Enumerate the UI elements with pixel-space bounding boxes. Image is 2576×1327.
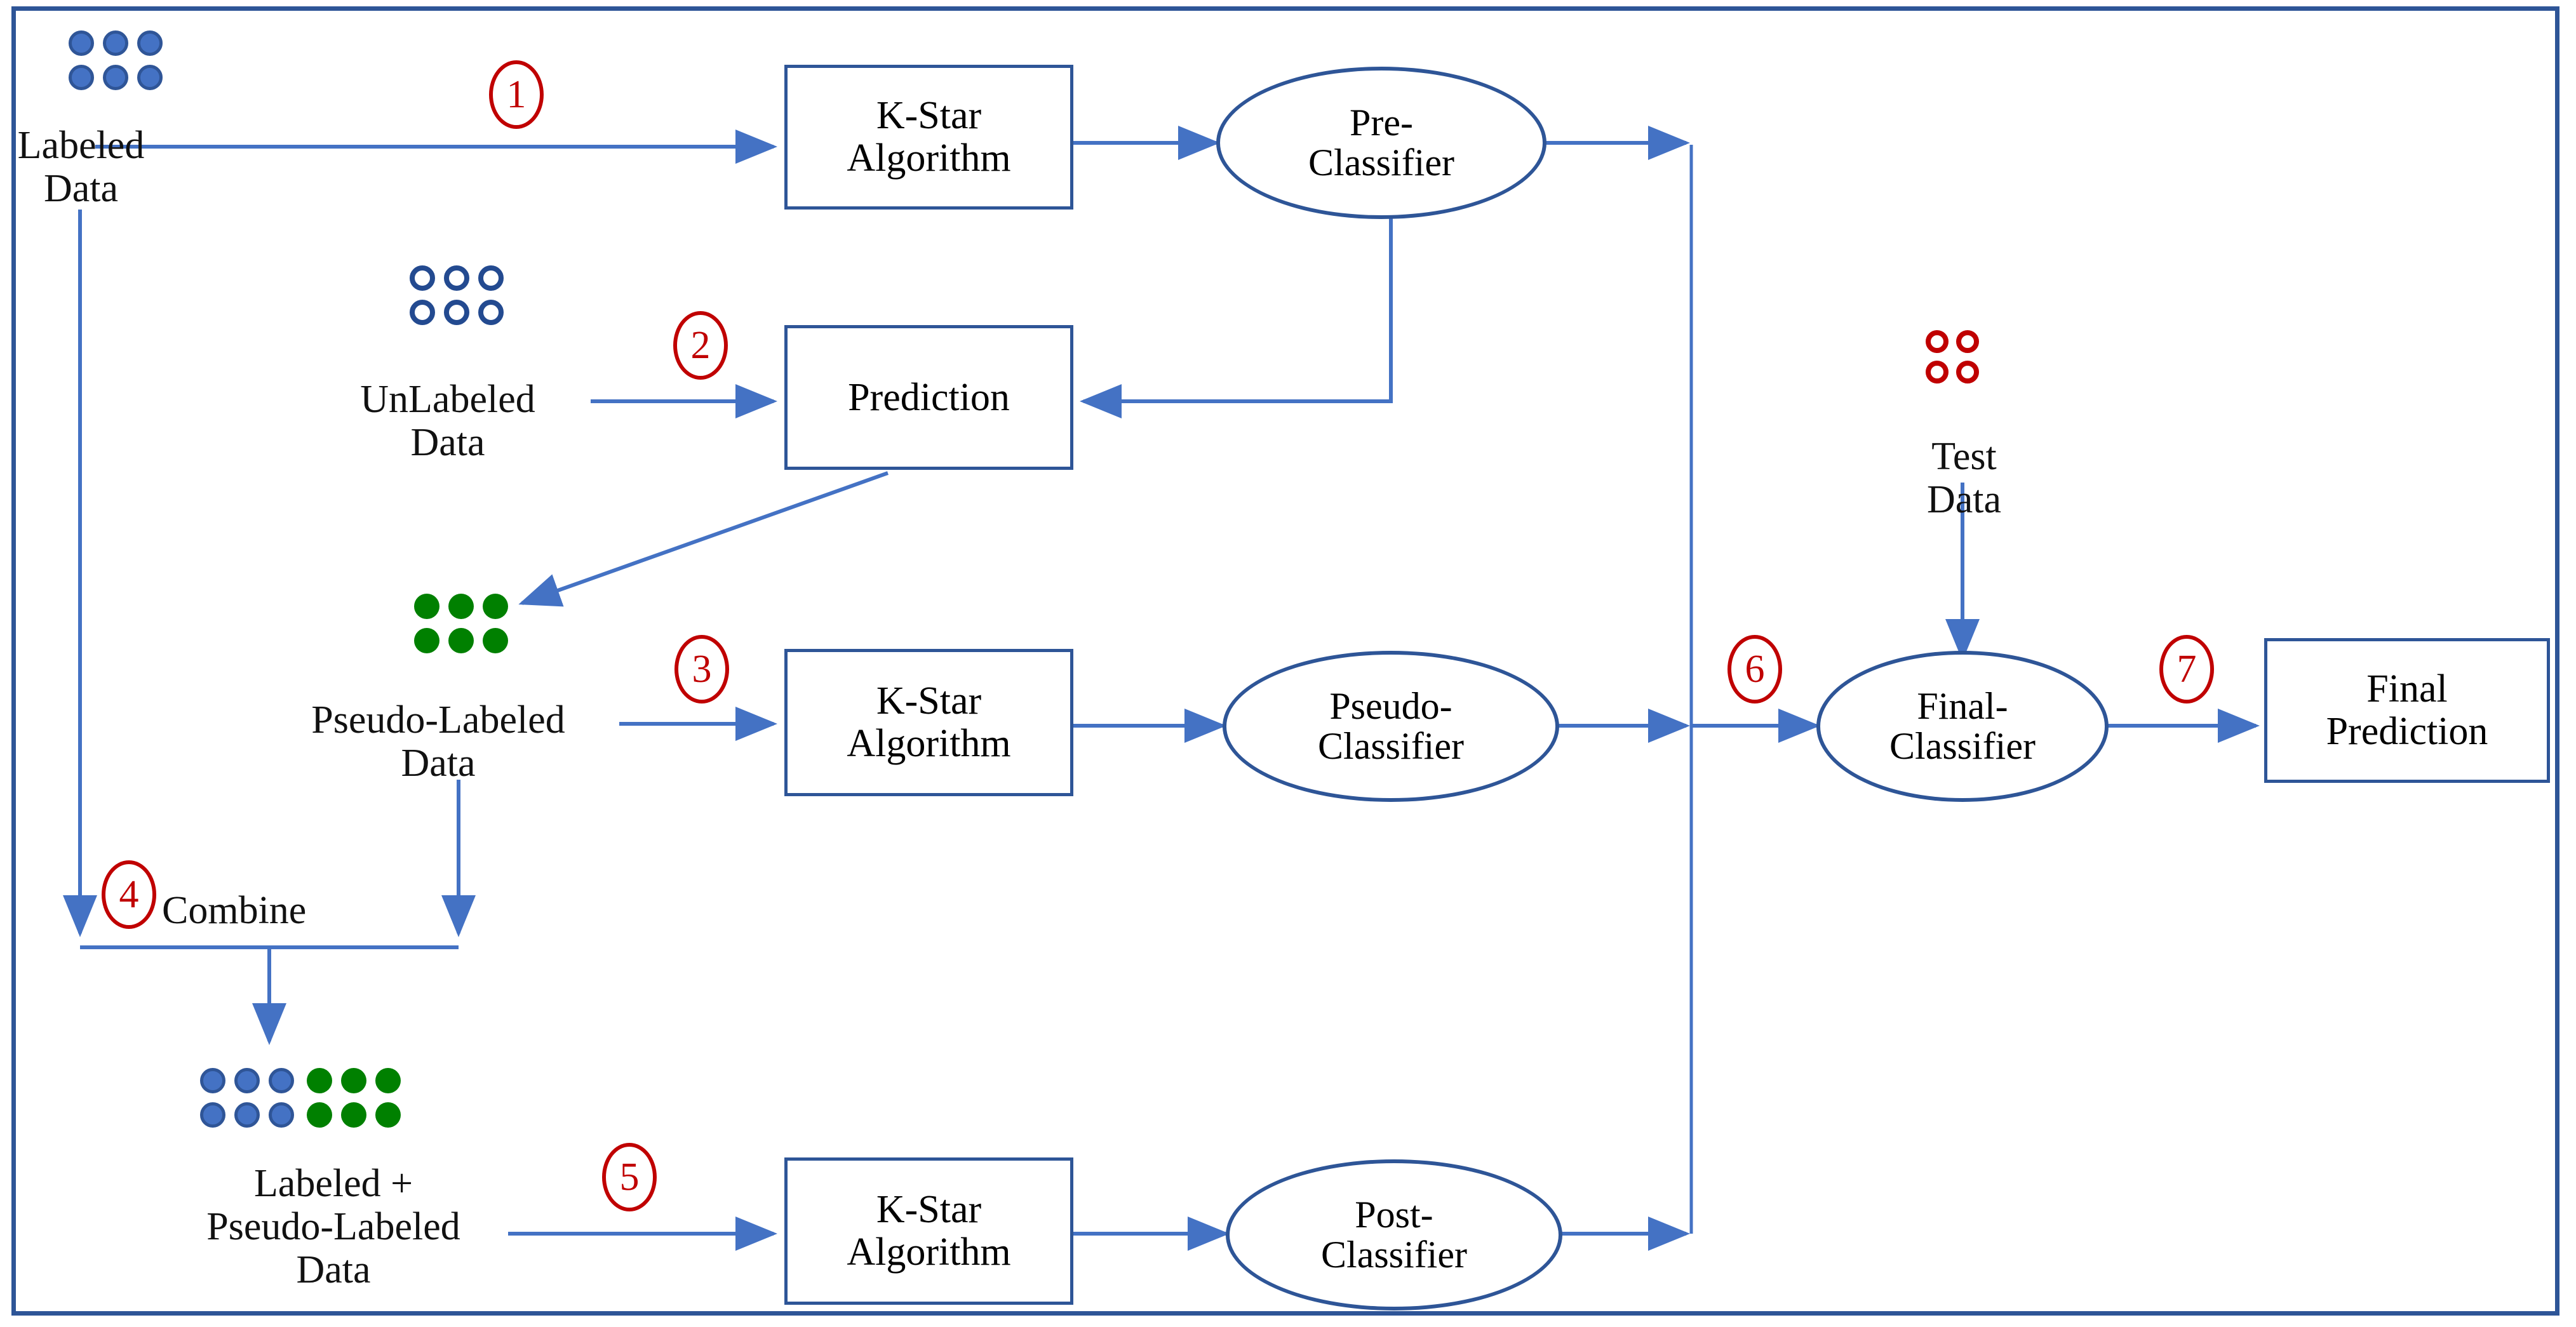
dot [375,1068,401,1093]
combined-data-dots-green [307,1068,401,1128]
combine-label: Combine [162,889,307,932]
dot [448,594,474,619]
final-classifier-line1: Final- [1917,685,2008,727]
unlabeled-data-dots [410,265,504,325]
dot [483,594,508,619]
kstar-mid-line1: K-Star [876,679,982,723]
labeled-data-dots [69,30,163,90]
dot [483,628,508,653]
dot [1926,361,1949,383]
dot [1956,361,1979,383]
dot [414,628,439,653]
dot [234,1068,260,1093]
pseudo-labeled-data-dots [414,594,508,653]
pseudo-labeled-line2: Data [401,742,476,785]
node-kstar-algorithm-mid[interactable]: K-Star Algorithm [784,649,1073,796]
kstar-mid-line2: Algorithm [847,722,1011,765]
combined-data-label: Labeled + Pseudo-Labeled Data [175,1162,492,1292]
dot [103,30,128,56]
final-prediction-line1: Final [2366,667,2448,711]
post-classifier-line2: Classifier [1321,1234,1467,1276]
dot [375,1102,401,1128]
combined-data-line2: Pseudo-Labeled [206,1205,460,1249]
dot [410,300,435,325]
dot [414,594,439,619]
test-data-label: Test Data [1883,435,2045,521]
dot [200,1102,225,1128]
dot [444,300,469,325]
test-data-line1: Test [1931,435,1997,478]
pre-classifier-line1: Pre- [1350,102,1413,143]
node-pseudo-classifier[interactable]: Pseudo- Classifier [1223,651,1559,802]
dot [448,628,474,653]
dot [200,1068,225,1093]
kstar-top-line1: K-Star [876,94,982,138]
final-classifier-line2: Classifier [1889,725,2036,767]
dot [69,30,94,56]
test-data-line2: Data [1926,478,2002,522]
step-badge-1: 1 [489,60,544,129]
labeled-data-label: Labeled Data [13,124,149,210]
step-badge-6: 6 [1727,635,1782,704]
prediction-line1: Prediction [848,375,1010,419]
combined-data-line3: Data [296,1248,371,1292]
step-badge-7: 7 [2159,635,2214,704]
post-classifier-line1: Post- [1355,1194,1433,1236]
kstar-bottom-line1: K-Star [876,1188,982,1232]
node-kstar-algorithm-bottom[interactable]: K-Star Algorithm [784,1157,1073,1305]
dot [341,1102,366,1128]
dot [1926,330,1949,353]
dot [137,30,163,56]
combined-data-dots-blue [200,1068,294,1128]
dot [69,65,94,90]
dot [341,1068,366,1093]
node-pre-classifier[interactable]: Pre- Classifier [1216,67,1546,219]
pseudo-labeled-line1: Pseudo-Labeled [311,698,565,742]
test-data-dots [1926,330,1979,383]
dot [444,265,469,291]
combined-data-dots [200,1068,401,1128]
dot [410,265,435,291]
unlabeled-data-line1: UnLabeled [360,378,535,421]
pre-classifier-line2: Classifier [1308,142,1454,183]
node-post-classifier[interactable]: Post- Classifier [1226,1159,1562,1310]
dot [307,1102,332,1128]
dot [478,300,504,325]
labeled-data-line2: Data [43,167,119,211]
pseudo-labeled-data-label: Pseudo-Labeled Data [260,698,616,785]
dot [478,265,504,291]
combined-data-line1: Labeled + [253,1162,413,1205]
kstar-bottom-line2: Algorithm [847,1230,1011,1274]
dot [234,1102,260,1128]
step-badge-3: 3 [674,635,729,704]
node-kstar-algorithm-top[interactable]: K-Star Algorithm [784,65,1073,210]
dot [137,65,163,90]
node-final-prediction[interactable]: Final Prediction [2264,638,2550,783]
step-badge-2: 2 [673,311,728,380]
dot [269,1102,294,1128]
labeled-data-line1: Labeled [17,124,145,167]
node-final-classifier[interactable]: Final- Classifier [1816,651,2109,802]
step-badge-4: 4 [102,860,156,929]
dot [269,1068,294,1093]
pseudo-classifier-line1: Pseudo- [1329,685,1452,727]
node-prediction[interactable]: Prediction [784,325,1073,470]
dot [103,65,128,90]
unlabeled-data-label: UnLabeled Data [343,378,553,464]
step-badge-5: 5 [602,1143,657,1211]
dot [307,1068,332,1093]
final-prediction-line2: Prediction [2326,710,2488,753]
pseudo-classifier-line2: Classifier [1318,725,1464,767]
unlabeled-data-line2: Data [410,421,485,465]
kstar-top-line2: Algorithm [847,137,1011,180]
dot [1956,330,1979,353]
